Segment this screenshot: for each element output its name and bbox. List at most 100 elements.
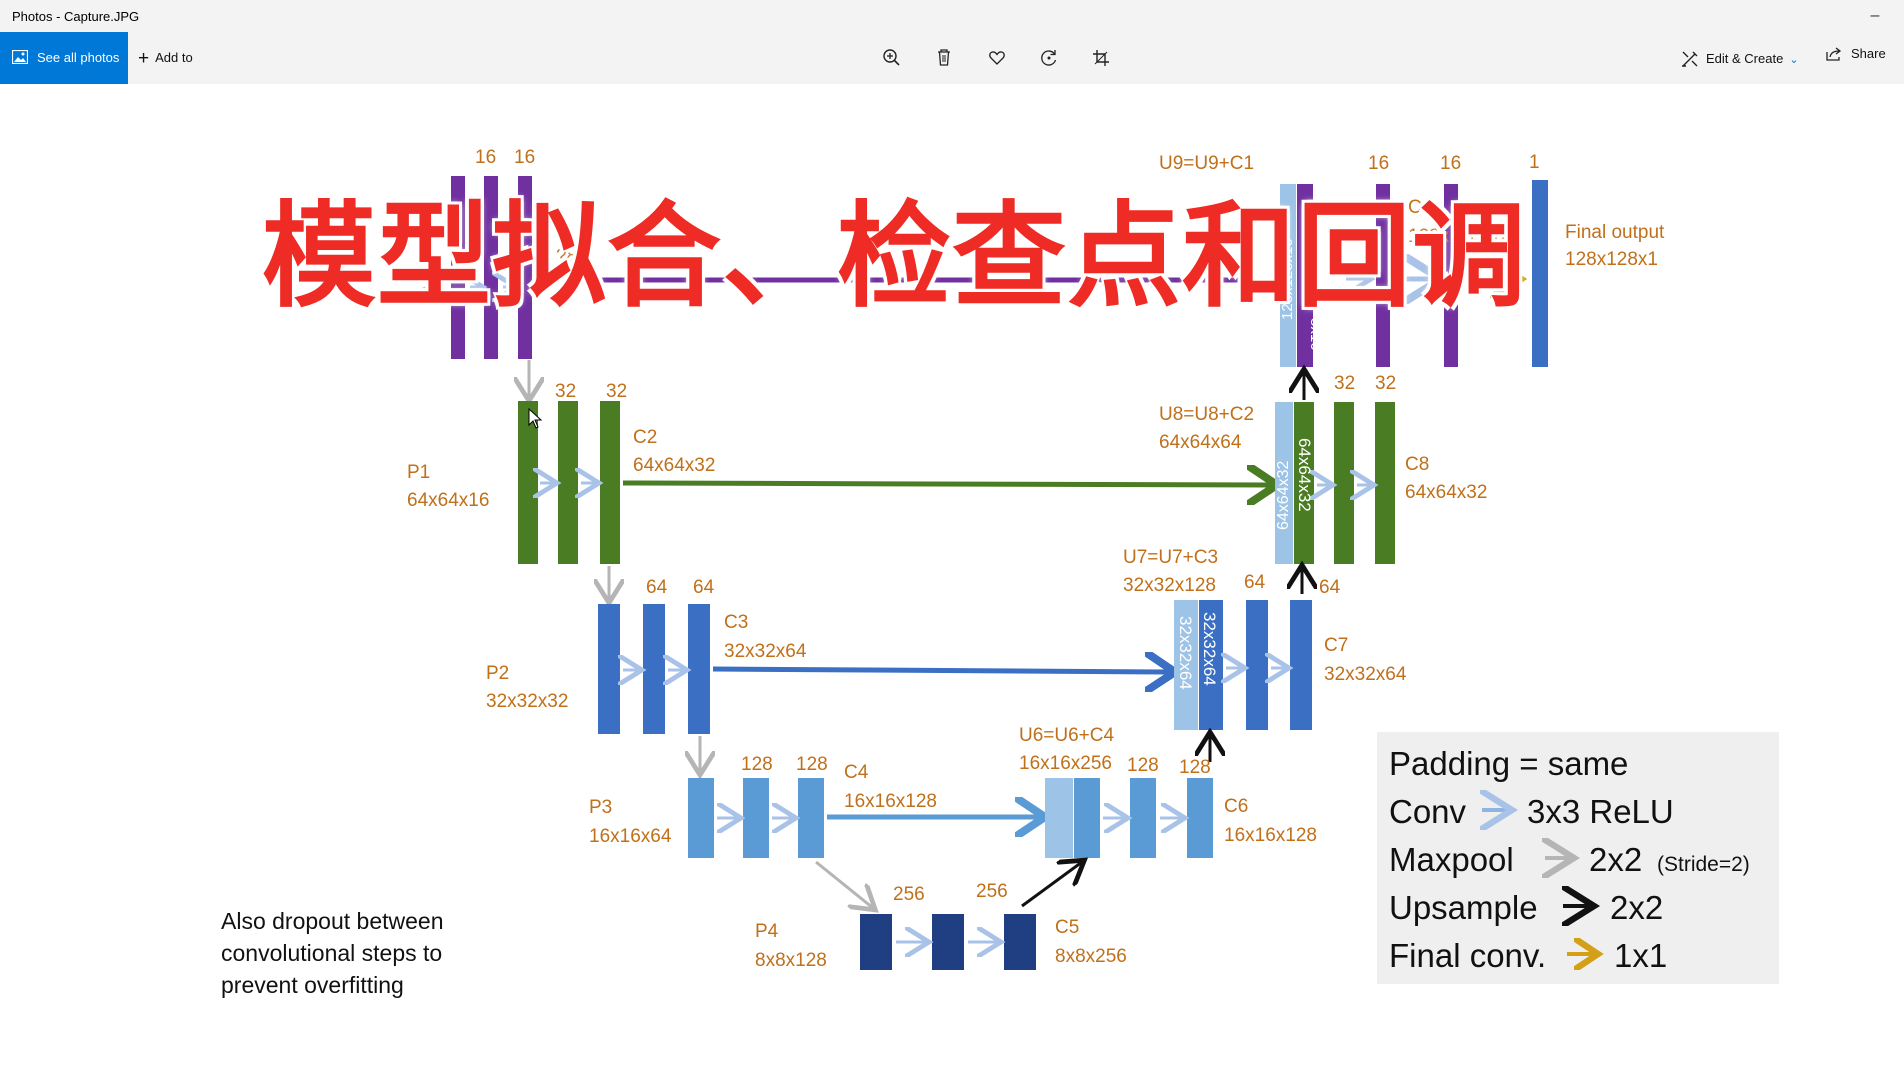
c2-label: C2 bbox=[633, 427, 657, 448]
chevron-down-icon: ⌄ bbox=[1789, 54, 1799, 66]
legend-maxpool-value: 2x2 bbox=[1589, 841, 1642, 878]
see-all-photos-button[interactable]: See all photos bbox=[0, 32, 128, 84]
dropout-note-line: Also dropout between bbox=[221, 908, 444, 934]
channel-label: 64 bbox=[693, 577, 715, 598]
u8-size: 64x64x64 bbox=[1159, 432, 1242, 453]
title-bar: Photos - Capture.JPG – bbox=[0, 0, 1904, 32]
vertical-label: 64x64x32 bbox=[1295, 438, 1314, 512]
channel-label: 64 bbox=[1244, 572, 1266, 593]
upsample-block bbox=[1275, 402, 1293, 564]
conv-block bbox=[451, 176, 465, 359]
photos-icon bbox=[11, 49, 29, 69]
p1-label: P1 bbox=[407, 462, 430, 483]
u9-label: U9=U9+C1 bbox=[1159, 153, 1254, 174]
vertical-label: 32x32x64 bbox=[1176, 616, 1195, 690]
mouse-cursor-icon bbox=[528, 407, 544, 430]
dropout-note-line: convolutional steps to bbox=[221, 940, 442, 966]
upsample-arrow bbox=[1021, 862, 1082, 908]
conv-block bbox=[1444, 184, 1458, 367]
legend-conv: Conv bbox=[1389, 793, 1467, 830]
share-button[interactable]: Share bbox=[1825, 46, 1886, 65]
crop-icon[interactable] bbox=[1085, 42, 1117, 74]
upsample-block bbox=[1045, 778, 1073, 858]
p1-size: 64x64x16 bbox=[407, 490, 489, 511]
channel-label: 128 bbox=[796, 754, 828, 775]
concat-block bbox=[1074, 778, 1100, 858]
see-all-photos-label: See all photos bbox=[37, 50, 120, 65]
channel-label: 16 bbox=[1368, 153, 1389, 174]
p4-label: P4 bbox=[755, 921, 779, 942]
channel-label: 32 bbox=[1334, 373, 1355, 394]
c3-label: C3 bbox=[724, 612, 748, 633]
u6-size: 16x16x256 bbox=[1019, 753, 1112, 774]
c7-label: C7 bbox=[1324, 635, 1348, 656]
legend-box: Padding = same Conv 3x3 ReLU Maxpool 2x2… bbox=[1377, 732, 1779, 984]
level-1-encoder bbox=[413, 176, 1250, 359]
channel-label: 64 bbox=[646, 577, 668, 598]
edit-create-button[interactable]: Edit & Create ⌄ bbox=[1680, 49, 1799, 72]
legend-upsample-value: 2x2 bbox=[1610, 889, 1663, 926]
minimize-button[interactable]: – bbox=[1870, 7, 1880, 24]
legend-upsample: Upsample bbox=[1389, 889, 1538, 926]
plus-icon: + bbox=[138, 48, 150, 69]
conv-block bbox=[798, 778, 824, 858]
c8-size: 64x64x32 bbox=[1405, 482, 1487, 503]
legend-conv-value: 3x3 ReLU bbox=[1527, 793, 1674, 830]
c2-size: 64x64x32 bbox=[633, 455, 715, 476]
channel-label: 128 bbox=[741, 754, 773, 775]
edit-create-label: Edit & Create bbox=[1706, 51, 1784, 66]
rotate-icon[interactable] bbox=[1033, 42, 1065, 74]
u6-label: U6=U6+C4 bbox=[1019, 725, 1114, 746]
upsample-block bbox=[1280, 184, 1296, 367]
channel-label: 128 bbox=[1127, 755, 1159, 776]
channel-label: 32 bbox=[1375, 373, 1396, 394]
p2-size: 32x32x32 bbox=[486, 691, 568, 712]
edit-create-icon bbox=[1680, 49, 1700, 72]
vertical-label: 64x64x32 bbox=[1275, 461, 1292, 530]
conv-block bbox=[558, 401, 578, 564]
p4-size: 8x8x128 bbox=[755, 950, 827, 971]
conv-block bbox=[1290, 600, 1312, 730]
p3-label: P3 bbox=[589, 797, 612, 818]
final-output-label: Final output bbox=[1565, 222, 1665, 243]
skip-connection-3 bbox=[712, 669, 1170, 672]
photo-viewer-canvas[interactable]: 16 16 1 ?8 U9=U9+C1 16 16 1 C9 128x128x1… bbox=[0, 84, 1904, 1080]
conv-block bbox=[743, 778, 769, 858]
channel-label: 16 bbox=[1440, 153, 1461, 174]
conv-block bbox=[1375, 402, 1395, 564]
conv-block bbox=[1246, 600, 1268, 730]
c6-size: 16x16x128 bbox=[1224, 825, 1317, 846]
c6-label: C6 bbox=[1224, 796, 1248, 817]
channel-label: 16 bbox=[514, 147, 535, 168]
conv-block bbox=[1130, 778, 1156, 858]
delete-icon[interactable] bbox=[928, 42, 960, 74]
upsample-block bbox=[1174, 600, 1198, 730]
share-label: Share bbox=[1851, 46, 1886, 61]
concat-block bbox=[1294, 402, 1314, 564]
legend-maxpool: Maxpool bbox=[1389, 841, 1514, 878]
p3-size: 16x16x64 bbox=[589, 826, 672, 847]
window-title: Photos - Capture.JPG bbox=[12, 9, 140, 24]
conv-block bbox=[932, 914, 964, 970]
channel-label: 256 bbox=[976, 881, 1008, 902]
maxpool-arrow bbox=[815, 860, 873, 908]
conv-block bbox=[1334, 402, 1354, 564]
pool-block bbox=[598, 604, 620, 734]
add-to-button[interactable]: +Add to bbox=[138, 48, 193, 69]
conv-block bbox=[1004, 914, 1036, 970]
c9-size: 128x128x16 bbox=[1408, 226, 1512, 247]
channel-label: 32 bbox=[606, 381, 627, 402]
c8-label: C8 bbox=[1405, 454, 1429, 475]
pool-block bbox=[688, 778, 714, 858]
heart-icon[interactable] bbox=[981, 42, 1013, 74]
c5-label: C5 bbox=[1055, 917, 1079, 938]
partial-label: 1 bbox=[556, 222, 567, 243]
conv-block bbox=[643, 604, 665, 734]
input-arrow bbox=[413, 277, 447, 297]
level-1-decoder bbox=[1280, 180, 1548, 367]
zoom-in-icon[interactable] bbox=[876, 42, 908, 74]
u7-label: U7=U7+C3 bbox=[1123, 547, 1218, 568]
c5-size: 8x8x256 bbox=[1055, 946, 1127, 967]
channel-label: 64 bbox=[1319, 577, 1341, 598]
overlay-title: 模型拟合、检查点和回调 bbox=[262, 190, 1528, 323]
